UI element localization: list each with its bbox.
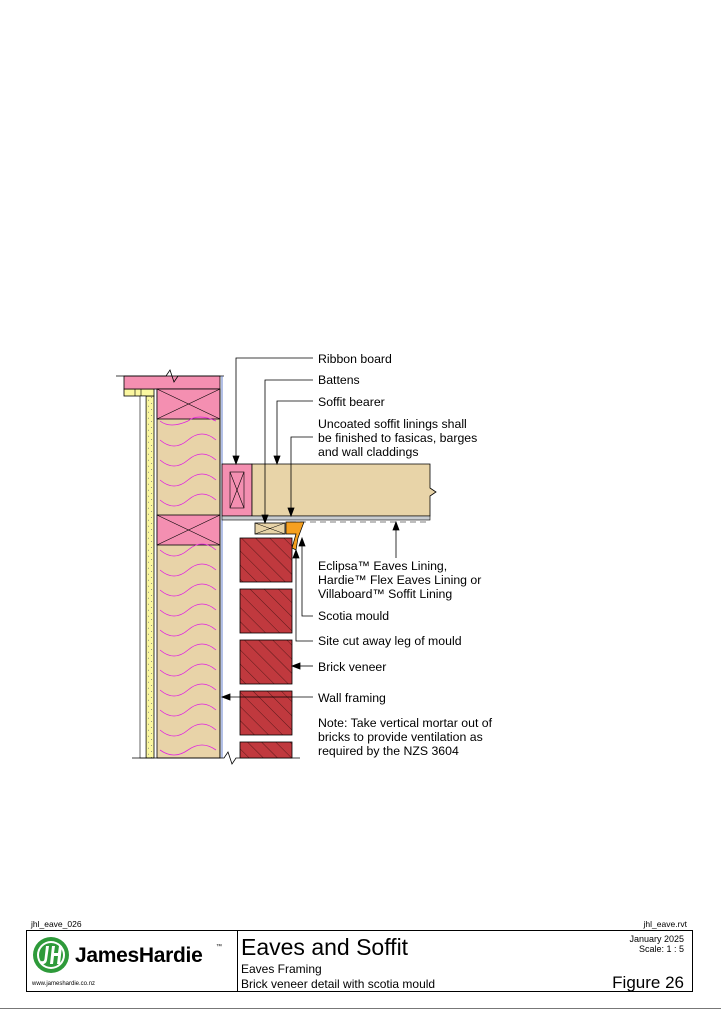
drawing-ref: jhl_eave_026 bbox=[31, 919, 82, 929]
label-ribbon-board: Ribbon board bbox=[318, 352, 392, 366]
brand-trademark: ™ bbox=[216, 944, 222, 950]
brick-veneer bbox=[239, 537, 293, 759]
ribbon-board bbox=[221, 463, 253, 517]
label-uncoated-line-1: Uncoated soffit linings shall bbox=[318, 417, 467, 431]
label-lining-line-1: Eclipsa™ Eaves Lining, bbox=[318, 559, 447, 573]
drawing-date: January 2025 bbox=[629, 934, 684, 944]
label-lining-line-3: Villaboard™ Soffit Lining bbox=[318, 587, 452, 601]
note-line-2: bricks to provide ventilation as bbox=[318, 730, 483, 744]
soffit-bearer bbox=[251, 463, 437, 517]
top-plate bbox=[116, 369, 224, 390]
label-soffit-bearer: Soffit bearer bbox=[318, 395, 385, 409]
note-line-3: required by the NZS 3604 bbox=[318, 744, 459, 758]
james-hardie-logo-icon bbox=[33, 937, 69, 973]
logo-cell: JamesHardie ™ www.jameshardie.co.nz bbox=[27, 931, 238, 991]
figure-number: Figure 26 bbox=[612, 973, 684, 992]
title-block: JamesHardie ™ www.jameshardie.co.nz Eave… bbox=[26, 930, 693, 992]
leader-lines bbox=[220, 357, 400, 701]
drawing-scale: Scale: 1 : 5 bbox=[638, 944, 684, 954]
page-bottom-rule bbox=[0, 1008, 721, 1009]
batten bbox=[254, 522, 286, 535]
scotia-mould bbox=[285, 521, 305, 551]
brand-name: JamesHardie bbox=[75, 944, 203, 967]
file-ref: jhl_eave.rvt bbox=[643, 919, 687, 929]
note-line-1: Note: Take vertical mortar out of bbox=[318, 716, 493, 730]
drawing-description: Brick veneer detail with scotia mould bbox=[241, 977, 436, 991]
drawing-subtitle: Eaves Framing bbox=[241, 962, 322, 976]
label-scotia-mould: Scotia mould bbox=[318, 609, 389, 623]
soffit-lining bbox=[221, 515, 431, 523]
label-brick-veneer: Brick veneer bbox=[318, 660, 386, 674]
label-uncoated-line-3: and wall claddings bbox=[318, 445, 419, 459]
label-battens: Battens bbox=[318, 373, 360, 387]
drawing-title: Eaves and Soffit bbox=[241, 934, 409, 960]
internal-lining bbox=[123, 388, 155, 759]
website-url: www.jameshardie.co.nz bbox=[32, 981, 96, 987]
wall-framing bbox=[156, 376, 223, 759]
label-wall-framing: Wall framing bbox=[318, 691, 386, 705]
label-lining-line-2: Hardie™ Flex Eaves Lining or bbox=[318, 573, 481, 587]
insulation-loops bbox=[159, 416, 217, 756]
label-site-cut: Site cut away leg of mould bbox=[318, 634, 462, 648]
label-uncoated-line-2: be finished to fasicas, barges bbox=[318, 431, 477, 445]
